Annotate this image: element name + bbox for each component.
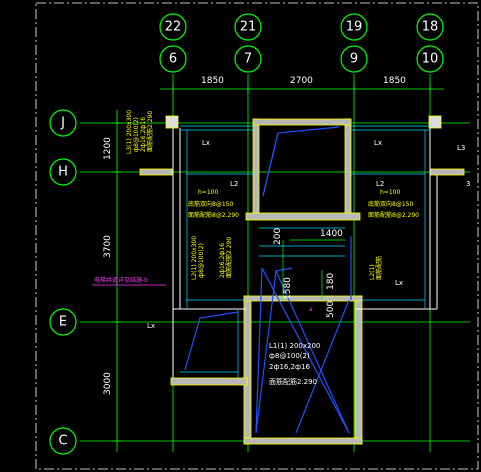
column-cap-right <box>428 115 442 129</box>
beam-center-line-4: 面筋配筋2.290 <box>269 377 317 386</box>
right-slab-line-1: h=100 <box>380 189 400 196</box>
label-l3: L3 <box>457 144 465 152</box>
wall-left-lower <box>170 377 248 386</box>
wall-shaft-top <box>243 295 363 302</box>
label-lx-mid: Lx <box>147 322 155 330</box>
wall-h-left-stub <box>139 168 173 176</box>
bubble-10: 10 <box>422 52 439 67</box>
beam-center-line-2: ф8@100(2) <box>269 352 310 360</box>
bubble-9: 9 <box>350 52 358 67</box>
left-slab-line-3: 面筋配筋8@2.290 <box>188 211 239 219</box>
drawing-frame <box>35 2 479 470</box>
row-bubbles: J H E C <box>49 109 77 455</box>
label-l2-left: L2 <box>230 180 238 188</box>
bubble-j: J <box>60 116 65 131</box>
dim-500: 500 <box>326 301 336 318</box>
top-dimension-line <box>160 84 444 94</box>
right-slab-line-2: 底筋双向8@150 <box>368 200 413 208</box>
walls <box>139 115 465 445</box>
beam-top-left-line-3: 2ф16,2ф16 <box>140 117 147 152</box>
right-slab-note: h=100 底筋双向8@150 面筋配筋8@2.290 <box>368 189 419 219</box>
beam-right-line-1: L2(1) <box>369 264 376 280</box>
beam-mid-left-line-2: ф8@100(2) <box>198 243 205 278</box>
wall-shaft-left <box>243 295 252 445</box>
beam-top-left-line-1: L3(1) 200x300 <box>126 110 133 154</box>
dim-left-1200: 1200 <box>103 137 113 160</box>
slab-diagonals <box>184 126 352 434</box>
wall-outlines <box>172 128 438 378</box>
bubble-h: H <box>58 165 68 180</box>
dim-180: 180 <box>326 273 336 290</box>
dim-left-3000: 3000 <box>103 372 113 395</box>
label-lx-right: Lx <box>395 279 403 287</box>
dim-1580: 1580 <box>283 277 293 300</box>
bubble-22: 22 <box>165 20 182 35</box>
inner-dimension-lines <box>282 239 345 300</box>
wall-core-top-left <box>252 118 260 219</box>
beam-lines <box>180 125 430 378</box>
bubble-6: 6 <box>169 52 177 67</box>
beam-center-line-1: L1(1) 200x200 <box>269 342 320 350</box>
beam-top-left-line-2: ф8@100(2) <box>133 117 140 152</box>
bubble-7: 7 <box>244 52 252 67</box>
bubble-21: 21 <box>240 20 257 35</box>
wall-h-right-stub <box>429 168 465 176</box>
beam-mid-left-line-1: L2(1) 200x300 <box>191 236 198 280</box>
label-cap: 3 <box>466 180 470 188</box>
beam-center-line-3: 2ф16,2ф16 <box>269 363 310 371</box>
dim-top-1850-left: 1850 <box>201 76 224 86</box>
wall-core-top-right <box>344 118 352 219</box>
column-bubbles-top: 22 21 19 18 <box>159 13 444 41</box>
dim-top-1850-right: 1850 <box>383 76 406 86</box>
bubble-e: E <box>59 315 67 330</box>
wall-shaft-right <box>354 295 363 445</box>
wall-mid-horizontal <box>245 212 361 221</box>
dim-left-3700: 3700 <box>103 235 113 258</box>
dim-1400: 1400 <box>320 229 343 239</box>
column-bubbles-bottom: 6 7 9 10 <box>159 45 444 73</box>
label-l2-right: L2 <box>376 180 384 188</box>
right-slab-line-3: 面筋配筋8@2.290 <box>368 211 419 219</box>
bubble-19: 19 <box>346 20 363 35</box>
beam-top-left-note: L3(1) 200x300 ф8@100(2) 2ф16,2ф16 面筋配筋2.… <box>126 110 154 154</box>
beam-center-note: L1(1) 200x200 ф8@100(2) 2ф16,2ф16 面筋配筋2.… <box>269 342 320 386</box>
wall-shaft-bottom <box>243 437 363 445</box>
beam-mid-left-line-3: 2ф16,2ф16 <box>219 243 226 278</box>
column-cap-left <box>165 115 179 129</box>
label-lx-top-right: Lx <box>374 139 382 147</box>
dim-200: 200 <box>273 228 283 245</box>
beam-mid-left-line-4: 面筋配筋2.290 <box>225 237 233 278</box>
beam-right-line-2: 面筋配筋 <box>375 256 383 280</box>
beam-mid-left-note: L2(1) 200x300 ф8@100(2) 2ф16,2ф16 面筋配筋2.… <box>191 236 233 280</box>
label-a: a <box>309 306 313 313</box>
left-slab-note: h=100 底筋双向8@150 面筋配筋8@2.290 <box>188 189 239 219</box>
bubble-18: 18 <box>422 20 439 35</box>
magenta-note: 电梯井道详见结施-b <box>94 276 148 284</box>
dim-top-2700: 2700 <box>290 76 313 86</box>
left-slab-line-2: 底筋双向8@150 <box>188 200 233 208</box>
wall-core-top <box>252 118 352 126</box>
left-slab-line-1: h=100 <box>198 189 218 196</box>
left-dimension-line <box>112 110 122 452</box>
beam-right-note: L2(1) 面筋配筋 <box>369 256 383 280</box>
bubble-c: C <box>58 434 67 449</box>
beam-top-left-line-4: 面筋配筋2.290 <box>146 111 154 152</box>
label-lx-top-left: Lx <box>202 139 210 147</box>
